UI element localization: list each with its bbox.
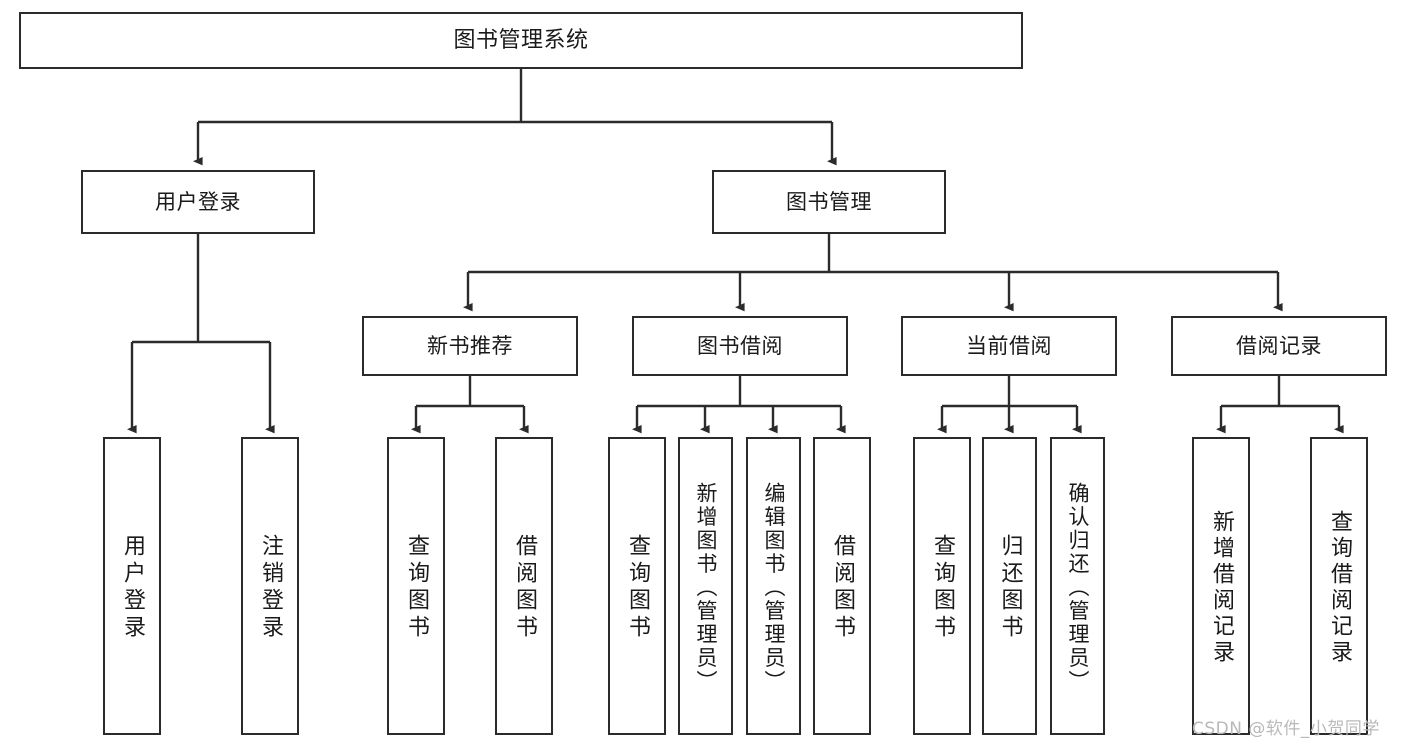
- node-user-login[interactable]: 用户登录: [81, 170, 315, 234]
- node-label: 新增图书（管理员）: [694, 482, 718, 694]
- node-new-book-recommend[interactable]: 新书推荐: [362, 316, 578, 376]
- node-label: 归还图书: [997, 534, 1023, 642]
- node-label: 新增借阅记录: [1209, 510, 1234, 666]
- node-root-system[interactable]: 图书管理系统: [19, 12, 1023, 69]
- leaf-confirm-return-admin[interactable]: 确认归还（管理员）: [1050, 437, 1105, 735]
- node-book-borrow[interactable]: 图书借阅: [632, 316, 848, 376]
- leaf-edit-book-admin[interactable]: 编辑图书（管理员）: [746, 437, 801, 735]
- node-label: 借阅图书: [830, 534, 855, 642]
- leaf-return-book[interactable]: 归还图书: [982, 437, 1037, 735]
- node-book-management[interactable]: 图书管理: [712, 170, 946, 234]
- leaf-logout[interactable]: 注销登录: [241, 437, 299, 735]
- node-label: 查询图书: [930, 534, 955, 642]
- node-borrow-records[interactable]: 借阅记录: [1171, 316, 1387, 376]
- node-label: 查询图书: [625, 534, 650, 642]
- node-current-borrow[interactable]: 当前借阅: [901, 316, 1117, 376]
- leaf-query-borrow-record[interactable]: 查询借阅记录: [1310, 437, 1368, 735]
- node-label: 借阅记录: [1236, 333, 1322, 358]
- node-label: 图书借阅: [697, 333, 783, 358]
- leaf-borrow-book-recommend[interactable]: 借阅图书: [495, 437, 553, 735]
- leaf-user-login[interactable]: 用户登录: [103, 437, 161, 735]
- watermark-text: CSDN @软件_小贺同学: [1192, 719, 1380, 739]
- node-label: 查询图书: [404, 534, 429, 642]
- node-label: 用户登录: [120, 534, 145, 642]
- leaf-query-book-borrow[interactable]: 查询图书: [608, 437, 666, 735]
- leaf-add-borrow-record[interactable]: 新增借阅记录: [1192, 437, 1250, 735]
- node-label: 新书推荐: [427, 333, 513, 358]
- node-label: 编辑图书（管理员）: [762, 482, 786, 694]
- leaf-query-book-current[interactable]: 查询图书: [913, 437, 971, 735]
- node-label: 用户登录: [155, 189, 241, 214]
- node-label: 确认归还（管理员）: [1066, 482, 1090, 694]
- node-label: 借阅图书: [512, 534, 537, 642]
- node-label: 图书管理系统: [453, 27, 589, 53]
- node-label: 图书管理: [786, 189, 872, 214]
- node-label: 注销登录: [258, 534, 283, 642]
- node-label: 当前借阅: [966, 333, 1052, 358]
- leaf-query-book-recommend[interactable]: 查询图书: [387, 437, 445, 735]
- node-label: 查询借阅记录: [1327, 510, 1352, 666]
- leaf-borrow-book[interactable]: 借阅图书: [813, 437, 871, 735]
- leaf-add-book-admin[interactable]: 新增图书（管理员）: [678, 437, 733, 735]
